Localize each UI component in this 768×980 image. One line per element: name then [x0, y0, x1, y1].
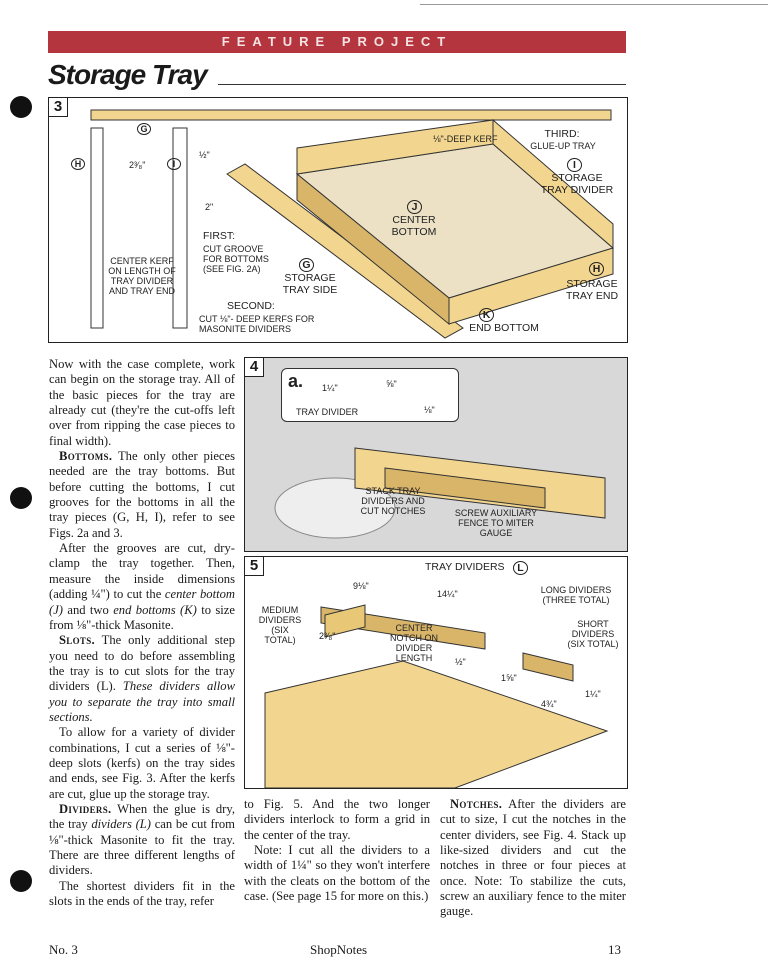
dim-2-3-8: 2³⁄₈"	[129, 160, 146, 170]
dim-2: 2"	[205, 202, 214, 212]
paragraph: Slots. The only additional step you need…	[49, 633, 235, 724]
end-bottom-label: END BOTTOM	[469, 322, 539, 334]
run-in-heading: Notches.	[450, 797, 503, 811]
second-body: CUT ⅛"- DEEP KERFS FOR MASONITE DIVIDERS	[199, 314, 315, 334]
binder-hole	[10, 96, 32, 118]
tray-divider-label: TRAY DIVIDER	[296, 407, 359, 417]
figure-5-drawing	[264, 604, 609, 788]
label-i-circle: I	[567, 158, 582, 172]
inset-a: a. 1¼" ⅝" ⅛" TRAY DIVIDER	[281, 368, 459, 422]
text-column-1: Now with the case complete, work can beg…	[49, 357, 235, 909]
text-column-3: Notches. After the dividers are cut to s…	[440, 797, 626, 920]
label-i-circle: I	[167, 158, 181, 170]
figure-number: 5	[244, 556, 264, 576]
dim-9-1-8: 9⅛"	[353, 581, 369, 591]
medium-dividers-label: MEDIUM DIVIDERS (SIX TOTAL)	[258, 605, 302, 645]
figure-3-drawing	[90, 109, 615, 339]
screw-label: SCREW AUXILIARY FENCE TO MITER GAUGE	[454, 508, 538, 538]
paragraph: Notches. After the dividers are cut to s…	[440, 797, 626, 919]
dim-1-5-8: 1⅝"	[501, 673, 517, 683]
figure-number: 3	[48, 97, 68, 117]
paragraph: The shortest dividers fit in the slots i…	[49, 878, 235, 909]
dim-2-3-8: 2³⁄₈"	[319, 631, 336, 641]
dim-1-1-4: 1¼"	[585, 689, 601, 699]
page-title: Storage Tray	[48, 59, 208, 90]
binder-hole	[10, 487, 32, 509]
dim-1-8: ⅛"	[424, 405, 435, 415]
text-column-2: to Fig. 5. And the two longer dividers i…	[244, 797, 430, 904]
center-kerf-label: CENTER KERF ON LENGTH OF TRAY DIVIDER AN…	[108, 256, 176, 296]
tray-front-wall	[448, 247, 614, 325]
label-j-circle: J	[407, 200, 422, 214]
paragraph: Bottoms. The only other pieces needed ar…	[49, 449, 236, 540]
saw-blade	[274, 477, 396, 539]
storage-tray-divider-label: STORAGE TRAY DIVIDER	[540, 172, 614, 196]
label-k-circle: K	[479, 308, 494, 322]
dim-5-8: ⅝"	[386, 379, 397, 389]
paragraph: to Fig. 5. And the two longer dividers i…	[244, 797, 430, 842]
figure-number: 4	[244, 357, 264, 377]
figure-5: 5 TRAY DIVIDERS L 9⅛" 14¼" LONG DIVIDERS…	[244, 556, 628, 789]
paragraph: To allow for a variety of divider combin…	[49, 725, 235, 801]
storage-tray-side-label: STORAGE TRAY SIDE	[282, 272, 338, 296]
label-h-circle: H	[71, 158, 85, 170]
kerf-label: ⅛"-DEEP KERF	[433, 134, 498, 144]
inset-letter: a.	[288, 371, 304, 391]
figure-3: 3 G H 2³⁄₈" I ½" 2" ⅛"-DEEP KERF THIRD: …	[48, 97, 628, 343]
dim-1-2: ½"	[455, 657, 466, 667]
short-divider	[522, 652, 574, 682]
storage-tray-end-label: STORAGE TRAY END	[565, 278, 619, 302]
second-title: SECOND:	[227, 300, 275, 312]
run-in-heading: Bottoms.	[59, 449, 113, 464]
top-rule	[420, 4, 768, 5]
fig5-title: TRAY DIVIDERS	[425, 561, 505, 573]
dim-14-1-4: 14¼"	[437, 589, 458, 599]
tray-with-dividers	[264, 660, 609, 788]
paragraph: After the grooves are cut, dry-clamp the…	[49, 541, 235, 632]
page-number: 13	[608, 942, 621, 957]
paragraph: Dividers. When the glue is dry, the tray…	[49, 801, 235, 878]
tray-end-strip	[90, 109, 612, 121]
figure-4: 4 a. 1¼" ⅝" ⅛" TRAY DIVIDER STACK TRAY D…	[244, 357, 628, 552]
run-in-heading: Dividers.	[59, 801, 112, 816]
dim-1-1-4: 1¼"	[322, 383, 338, 393]
issue-number: No. 3	[49, 942, 78, 957]
run-in-heading: Slots.	[59, 633, 95, 648]
label-g-circle: G	[299, 258, 314, 272]
title-rule	[218, 84, 626, 85]
paragraph: Now with the case complete, work can beg…	[49, 357, 235, 448]
section-banner: FEATURE PROJECT	[48, 31, 626, 53]
first-body: CUT GROOVE FOR BOTTOMS (SEE FIG. 2a)	[203, 244, 269, 274]
glue-up-label: GLUE-UP TRAY	[530, 141, 596, 151]
third-label: THIRD:	[544, 128, 580, 140]
medium-divider	[324, 604, 366, 638]
binder-hole	[10, 870, 32, 892]
publication-name: ShopNotes	[310, 942, 368, 957]
dim-4-3-4: 4¾"	[541, 699, 557, 709]
center-notch-label: CENTER NOTCH ON DIVIDER LENGTH	[390, 623, 438, 663]
long-dividers-label: LONG DIVIDERS (THREE TOTAL)	[540, 585, 612, 605]
paragraph: Note: I cut all the dividers to a width …	[244, 843, 430, 904]
tray-side-piece	[226, 163, 464, 339]
first-title: FIRST:	[203, 230, 236, 242]
label-h-circle: H	[589, 262, 604, 276]
dim-1-2: ½"	[199, 150, 210, 160]
label-g-circle: G	[137, 123, 151, 135]
center-bottom-label: CENTER BOTTOM	[391, 214, 437, 238]
stack-label: STACK TRAY DIVIDERS AND CUT NOTCHES	[360, 486, 426, 516]
auxiliary-fence	[384, 467, 546, 509]
tray-divider-piece	[90, 127, 104, 329]
tray-end-piece	[172, 127, 188, 329]
label-l-circle: L	[513, 561, 528, 575]
short-dividers-label: SHORT DIVIDERS (SIX TOTAL)	[567, 619, 619, 649]
